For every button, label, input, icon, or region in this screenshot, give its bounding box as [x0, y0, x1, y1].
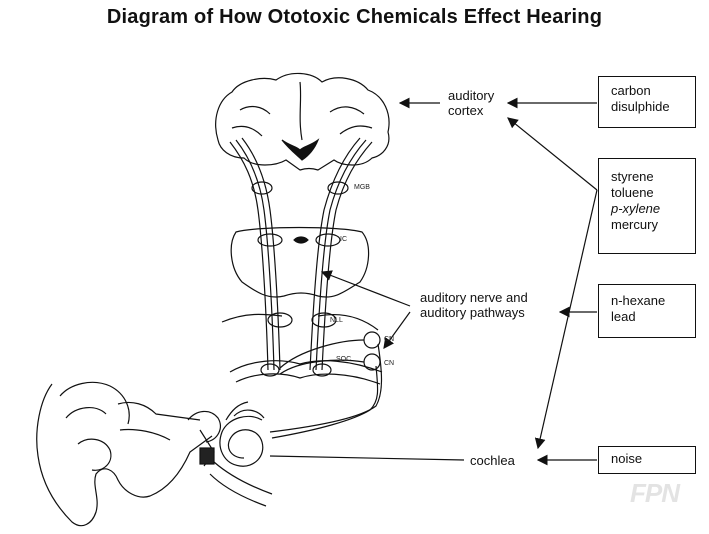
watermark-logo: FPN [630, 478, 680, 508]
auditory-nerve-label: auditory nerve and auditory pathways [420, 290, 528, 320]
box-item: lead [611, 309, 636, 324]
box-item: mercury [611, 217, 658, 232]
brain-outline [215, 72, 390, 171]
soc-label: SOC [336, 356, 352, 363]
brainstem-shape [230, 226, 370, 298]
noise-box: noise [598, 446, 696, 474]
midbrain-shape [281, 138, 320, 161]
line-cochlea-to-ear [269, 455, 465, 461]
mgb-label: MGB [354, 184, 370, 191]
box-item: n-hexane [611, 293, 666, 308]
box-item: toluene [611, 185, 654, 200]
nll-label: NLL [330, 317, 343, 324]
box-item: styrene [611, 169, 654, 184]
arrow-solvents-to-cochlea [534, 189, 598, 450]
outer-ear-shape [36, 383, 213, 527]
box-item: carbon [611, 83, 651, 98]
cn-label-2: CN [384, 360, 395, 367]
arrow-nerve-to-pathway [320, 270, 411, 307]
ic-label: IC [340, 236, 347, 243]
hexane-lead-box: n-hexane lead [598, 284, 696, 338]
solvents-box: styrene toluene p-xylene mercury [598, 158, 696, 254]
cochlea-label: cochlea [470, 453, 515, 468]
cn-label-1: CN [384, 336, 395, 343]
cochlea-spiral [219, 415, 264, 467]
arrow-nerve-to-cn [383, 311, 411, 349]
arrow-solvents-to-cortex [507, 117, 598, 191]
diagram-title: Diagram of How Ototoxic Chemicals Effect… [106, 6, 603, 28]
auditory-cortex-label: auditory cortex [448, 88, 495, 118]
box-item: disulphide [611, 99, 670, 114]
carbon-disulphide-box: carbon disulphide [598, 76, 696, 128]
box-item: noise [611, 451, 643, 466]
box-item: p-xylene [611, 201, 661, 216]
